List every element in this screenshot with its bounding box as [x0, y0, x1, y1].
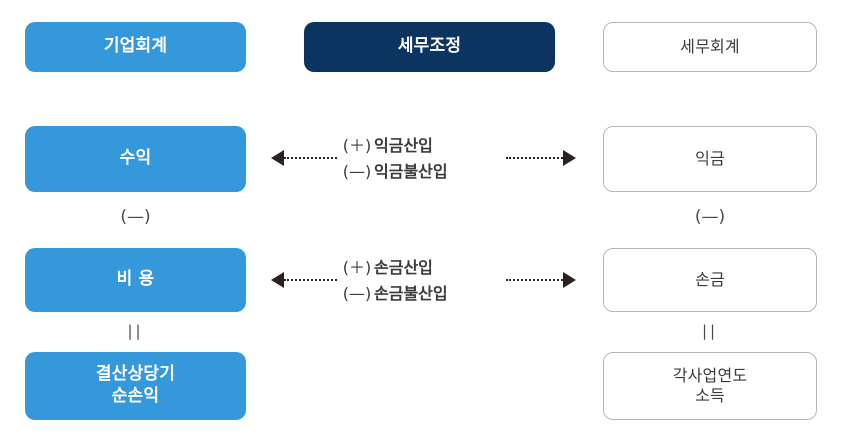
header-box-tax-accounting: 세무회계 [603, 22, 817, 72]
header-label-corporate-accounting: 기업회계 [103, 36, 168, 57]
arrow-right-income [506, 150, 576, 166]
adjustment-block-expense: (＋)손금산입 (—)손금불산입 [340, 252, 510, 310]
label-gross-income: 익금 [695, 148, 725, 168]
arrow-left-expense [271, 272, 337, 288]
box-net-income: 결산상당기 순손익 [25, 352, 246, 420]
adjustment-line-expense-subtract: (—)손금불산입 [340, 281, 448, 307]
operator-minus-right-label: (—) [694, 207, 726, 227]
adjustment-line-expense-add: (＋)손금산입 [340, 255, 433, 281]
label-taxable-income: 각사업연도 소득 [672, 365, 748, 405]
arrow-right-expense [506, 272, 576, 288]
operator-equals-right-label: || [701, 322, 719, 340]
adjustment-label-income-subtract: 익금불산입 [374, 162, 448, 181]
adjustment-label-expense-subtract: 손금불산입 [374, 284, 448, 303]
arrow-left-shaft [284, 157, 337, 159]
arrow-right-head-icon [563, 272, 576, 288]
adjustment-block-income: (＋)익금산입 (—)익금불산입 [340, 130, 510, 188]
operator-equals-right: || [603, 314, 817, 348]
box-revenue: 수익 [25, 126, 246, 192]
label-revenue: 수익 [119, 148, 152, 169]
adjustment-line-income-add: (＋)익금산입 [340, 133, 433, 159]
arrow-left-income [271, 150, 337, 166]
box-expense: 비 용 [25, 248, 246, 312]
header-box-tax-adjustment: 세무조정 [304, 22, 555, 72]
arrow-left-head-icon [271, 272, 284, 288]
header-box-corporate-accounting: 기업회계 [25, 22, 246, 72]
minus-sign-expense: (—) [342, 284, 372, 303]
header-label-tax-adjustment: 세무조정 [397, 36, 462, 57]
operator-equals-left-label: || [127, 322, 144, 340]
adjustment-label-income-add: 익금산입 [374, 135, 433, 155]
adjustment-line-income-subtract: (—)익금불산입 [340, 159, 448, 185]
arrow-left-shaft [284, 279, 337, 281]
operator-equals-left: || [25, 314, 246, 348]
header-label-tax-accounting: 세무회계 [680, 36, 740, 56]
label-net-income: 결산상당기 순손익 [95, 364, 176, 406]
box-taxable-income: 각사업연도 소득 [603, 352, 817, 420]
arrow-right-shaft [506, 157, 563, 159]
box-deductible-expense: 손금 [603, 248, 817, 312]
operator-minus-right: (—) [603, 200, 817, 234]
arrow-right-head-icon [563, 150, 576, 166]
minus-sign-income: (—) [342, 162, 372, 181]
box-gross-income: 익금 [603, 126, 817, 192]
arrow-right-shaft [506, 279, 563, 281]
label-deductible-expense: 손금 [695, 269, 725, 289]
arrow-left-head-icon [271, 150, 284, 166]
plus-sign-expense: (＋) [342, 257, 372, 277]
plus-sign-income: (＋) [342, 135, 372, 155]
operator-minus-left-label: (—) [120, 207, 151, 227]
operator-minus-left: (—) [25, 200, 246, 234]
label-expense: 비 용 [116, 269, 155, 290]
adjustment-label-expense-add: 손금산입 [374, 257, 433, 277]
